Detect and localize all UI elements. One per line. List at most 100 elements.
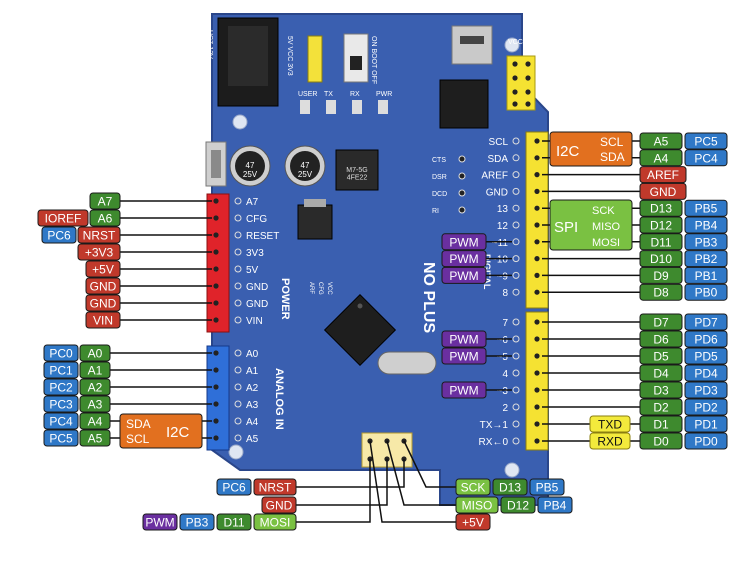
- voltage-jumper[interactable]: [307, 35, 323, 83]
- analog-pin-hole: [213, 384, 219, 390]
- pin-tag-d7-text: D7: [653, 316, 669, 330]
- digital-pin-hole: [534, 353, 540, 359]
- power-pin-hole: [213, 215, 219, 221]
- digital-pin-hole: [534, 370, 540, 376]
- icsp-tag-nrst: NRST: [253, 478, 297, 496]
- i2c-right-title: I2C: [556, 143, 580, 160]
- pin-tag-pd1-text: PD1: [694, 418, 718, 432]
- digital-pin-label: RX←0: [479, 437, 509, 448]
- pin-tag-a5-text: A5: [654, 135, 669, 149]
- digital-pin-hole: [534, 387, 540, 393]
- power-pin-label: RESET: [246, 231, 279, 242]
- mcu-chip: [323, 293, 397, 367]
- i2c-right-scl: SCL: [600, 135, 624, 149]
- icsp-tag-d12: D12: [500, 496, 536, 514]
- analog-pin-label: A3: [246, 400, 259, 411]
- pin-tag-a7: A7: [89, 192, 121, 210]
- icsp-tag-pwm: PWM: [142, 513, 178, 531]
- power-pin-pad: [234, 231, 242, 239]
- pin-tag-pc0-text: PC0: [49, 347, 73, 361]
- pin-tag-pd5-text: PD5: [694, 350, 718, 364]
- digital-pin-pad: [512, 403, 520, 411]
- pin-tag-pb0-text: PB0: [695, 286, 718, 300]
- icsp-tag-nrst-text: NRST: [259, 481, 292, 495]
- pin-tag-pb0: PB0: [684, 283, 728, 301]
- power-pin-label: GND: [246, 282, 268, 293]
- pin-tag-ioref: IOREF: [37, 209, 89, 227]
- pin-tag-d5: D5: [639, 347, 683, 365]
- power-pin-pad: [234, 299, 242, 307]
- board-pin-labels: A7CFGRESET3V35VGNDGNDVINA0A1A2A3A4A5SCLS…: [213, 137, 540, 462]
- pin-tag-pb1-text: PB1: [695, 269, 718, 283]
- digital-pin-pad: [512, 352, 520, 360]
- pin-tag-pd0-text: PD0: [694, 435, 718, 449]
- icsp-tag-pb3-text: PB3: [186, 516, 209, 530]
- pin-tag-pb1: PB1: [684, 266, 728, 284]
- pin-tag-txd: TXD: [589, 415, 631, 433]
- pin-tag-pd2: PD2: [684, 398, 728, 416]
- icsp-tag-d13-text: D13: [499, 481, 521, 495]
- pin-tag-aref: AREF: [639, 166, 687, 184]
- pin-tag-3v3: +3V3: [77, 243, 121, 261]
- pin-tag-a6-text: A6: [98, 212, 113, 226]
- wire: [403, 440, 456, 488]
- capacitor-1: [229, 145, 271, 187]
- pwm-tag-text: PWM: [449, 333, 478, 347]
- analog-title: ANALOG IN: [273, 368, 285, 430]
- digital-pin-hole: [534, 272, 540, 278]
- pin-tag-d3: D3: [639, 381, 683, 399]
- pin-tag-gnd: GND: [639, 182, 687, 200]
- ext-pad: [458, 206, 466, 214]
- pin-tag-a0-text: A0: [88, 347, 103, 361]
- icsp-tag-sck-text: SCK: [461, 481, 486, 495]
- digital-pin-pad: [512, 238, 520, 246]
- digital-pin-hole: [534, 336, 540, 342]
- digital-pin-pad: [512, 255, 520, 263]
- wire: [386, 440, 456, 506]
- pin-tag-pc5: PC5: [43, 429, 79, 447]
- digital-pin-hole: [534, 289, 540, 295]
- analog-pin-pad: [234, 434, 242, 442]
- icsp-tag-gnd: GND: [261, 496, 297, 514]
- pin-tag-d1: D1: [639, 415, 683, 433]
- digital-pin-label: AREF: [481, 171, 508, 182]
- pin-tag-d4: D4: [639, 364, 683, 382]
- pin-tag-d0: D0: [639, 432, 683, 450]
- pin-tag-pb4: PB4: [684, 216, 728, 234]
- ext-label: CTS: [432, 157, 446, 164]
- wire: [296, 459, 371, 523]
- digital-pin-label: TX→1: [480, 420, 509, 431]
- pin-tag-a0: A0: [79, 344, 111, 362]
- pin-tag-pd4-text: PD4: [694, 367, 718, 381]
- pin-tag-d3-text: D3: [653, 384, 669, 398]
- wire: [296, 459, 388, 506]
- pin-tag-d8-text: D8: [653, 286, 669, 300]
- pin-tag-d12: D12: [639, 216, 683, 234]
- power-title: POWER: [279, 278, 291, 320]
- pin-tag-pd6: PD6: [684, 330, 728, 348]
- analog-pin-hole: [213, 418, 219, 424]
- pin-tag-pb5: PB5: [684, 199, 728, 217]
- pin-tag-pc5-text: PC5: [694, 135, 718, 149]
- capacitor-2: [284, 145, 326, 187]
- icsp-tag-pb5: PB5: [529, 478, 565, 496]
- pin-tags: A7A6IOREFNRSTPC6+3V3+5VGNDGNDVINA0PC0A1P…: [37, 131, 728, 531]
- digital-pin-hole: [534, 404, 540, 410]
- digital-pin-hole: [534, 421, 540, 427]
- i2c-left-scl: SCL: [126, 432, 150, 446]
- icsp-tag-pc6: PC6: [216, 478, 252, 496]
- digital-pin-hole: [534, 155, 540, 161]
- led: [378, 100, 388, 114]
- ext-label: DSR: [432, 174, 447, 181]
- analog-pin-label: A5: [246, 434, 259, 445]
- digital-pin-hole: [534, 172, 540, 178]
- digital-pin-label: ~6: [497, 335, 509, 346]
- digital-pin-label: 2: [502, 403, 508, 414]
- led: [326, 100, 336, 114]
- digital-pin-hole: [534, 319, 540, 325]
- digital-pin-pad: [512, 137, 520, 145]
- power-pin-hole: [213, 232, 219, 238]
- pin-tag-a1-text: A1: [88, 364, 103, 378]
